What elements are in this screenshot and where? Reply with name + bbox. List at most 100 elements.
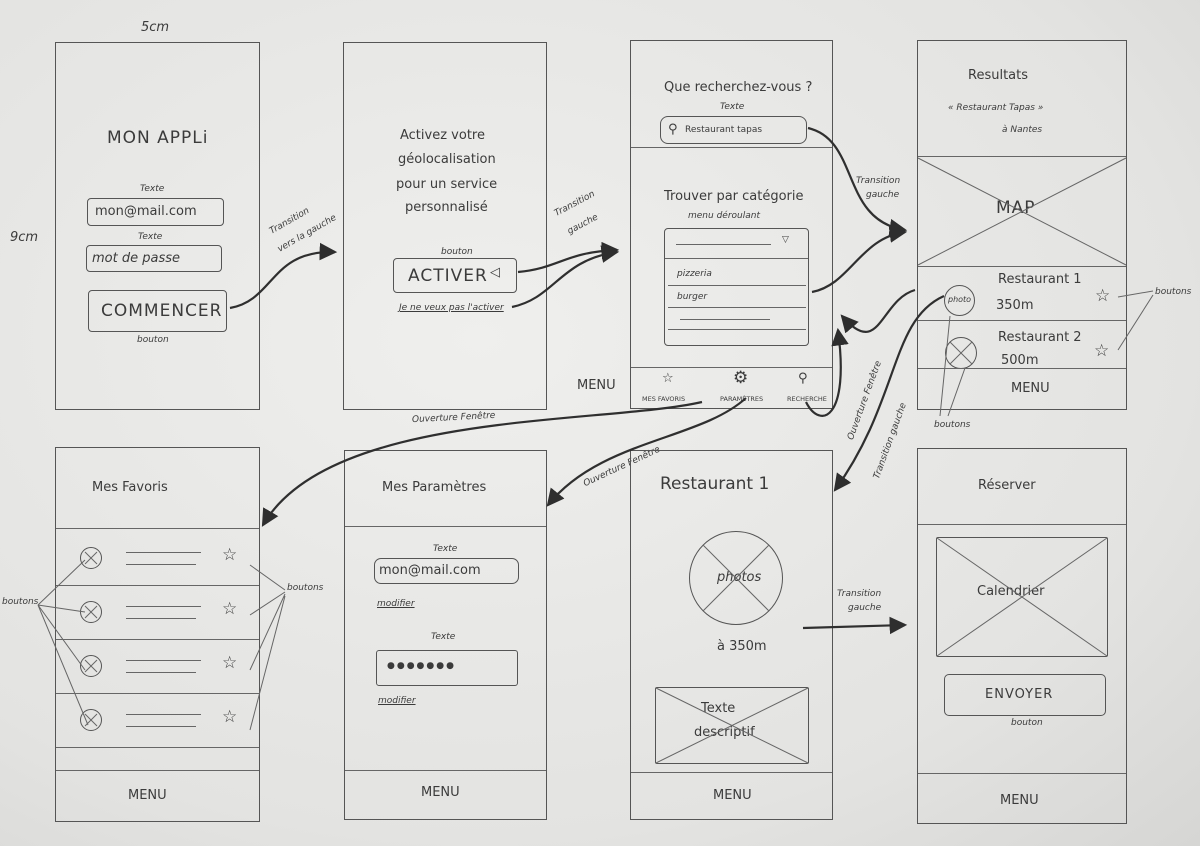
settings-email-modify-link[interactable]: modifier — [377, 599, 415, 609]
nav-settings[interactable]: ⚙ PARAMÈTRES — [718, 368, 780, 407]
search-question: Que recherchez-vous ? — [664, 80, 813, 95]
activate-button[interactable]: ACTIVER ◁ — [393, 258, 517, 293]
photo-placeholder-icon — [84, 605, 98, 619]
result2-name[interactable]: Restaurant 2 — [998, 330, 1082, 345]
result1-distance: 350m — [996, 298, 1034, 313]
favorite-row[interactable]: ☆ — [56, 640, 259, 694]
result1-name[interactable]: Restaurant 1 — [998, 272, 1082, 287]
results-menu[interactable]: MENU — [1011, 381, 1050, 396]
favorite-name-line — [126, 606, 201, 607]
search-divider — [631, 147, 832, 148]
favorite-row[interactable]: ☆ — [56, 586, 259, 640]
favorite-detail-line — [126, 564, 196, 565]
password-placeholder: mot de passe — [92, 251, 180, 266]
settings-password-modify-link[interactable]: modifier — [378, 696, 416, 706]
results-buttons-note-bottom: boutons — [934, 420, 971, 430]
favorites-title: Mes Favoris — [92, 480, 168, 495]
settings-password-field[interactable]: ●●●●●●● — [376, 650, 518, 686]
location-arrow-icon: ◁ — [490, 265, 500, 280]
photo-placeholder-icon — [84, 551, 98, 565]
map-bottom-divider — [918, 266, 1126, 267]
start-button[interactable]: COMMENCER — [88, 290, 227, 332]
restaurant-distance: à 350m — [717, 639, 767, 654]
favorite-row[interactable]: ☆ — [56, 694, 259, 748]
result2-distance: 500m — [1001, 353, 1039, 368]
send-button[interactable]: ENVOYER — [944, 674, 1106, 716]
favorite-photo[interactable] — [80, 547, 102, 569]
booking-title: Réserver — [978, 478, 1036, 493]
result1-star-icon[interactable]: ☆ — [1095, 286, 1111, 306]
restaurant-menu[interactable]: MENU — [713, 788, 752, 803]
settings-menu[interactable]: MENU — [421, 785, 460, 800]
dropdown-placeholder-line — [676, 244, 771, 245]
dropdown-chevron-icon[interactable]: ▽ — [782, 235, 789, 245]
favorite-photo[interactable] — [80, 709, 102, 731]
decline-link[interactable]: Je ne veux pas l'activer — [399, 303, 504, 313]
geo-text-1: Activez votre — [400, 128, 485, 143]
result2-photo[interactable] — [945, 337, 977, 369]
restaurant-photo[interactable]: photos — [689, 531, 783, 625]
result1-photo-label: photo — [948, 295, 972, 304]
geo-text-2: géolocalisation — [398, 152, 496, 167]
password-field[interactable]: mot de passe — [86, 245, 222, 272]
description-line-1: Texte — [701, 701, 736, 716]
booking-nav-divider — [918, 773, 1126, 774]
nav-favorites[interactable]: ☆ MES FAVORIS — [640, 371, 702, 407]
nav-divider — [631, 367, 832, 368]
favorites-menu[interactable]: MENU — [128, 788, 167, 803]
photo-placeholder-icon — [84, 659, 98, 673]
favorite-photo[interactable] — [80, 601, 102, 623]
nav-settings-label: PARAMÈTRES — [720, 395, 764, 403]
screen-login — [55, 42, 260, 410]
results-nav-divider — [918, 368, 1126, 369]
favorite-star-icon[interactable]: ☆ — [222, 545, 238, 565]
search-input[interactable]: ⚲ Restaurant tapas — [660, 116, 807, 144]
favorites-nav-divider — [56, 770, 259, 771]
favorite-star-icon[interactable]: ☆ — [222, 599, 238, 619]
result1-photo[interactable]: photo — [944, 285, 975, 316]
screen-booking — [917, 448, 1127, 824]
width-annotation: 5cm — [141, 20, 170, 35]
favorite-row[interactable]: ☆ — [56, 532, 259, 586]
results-query: « Restaurant Tapas » — [948, 103, 1044, 113]
email-value: mon@mail.com — [95, 204, 197, 219]
favorite-detail-line — [126, 618, 196, 619]
option-divider-3 — [668, 329, 806, 330]
start-button-note: bouton — [137, 335, 169, 345]
results-header-divider — [918, 156, 1126, 157]
dropdown-option-pizzeria[interactable]: pizzeria — [677, 269, 712, 279]
results-location: à Nantes — [1002, 125, 1043, 135]
favorite-star-icon[interactable]: ☆ — [222, 707, 238, 727]
email-field[interactable]: mon@mail.com — [87, 198, 224, 226]
settings-email-note: Texte — [433, 544, 458, 554]
nav-search-label: RECHERCHE — [787, 395, 827, 403]
restaurant-description: Texte descriptif — [655, 687, 809, 764]
favorite-photo[interactable] — [80, 655, 102, 677]
height-annotation: 9cm — [10, 230, 39, 245]
booking-menu[interactable]: MENU — [1000, 793, 1039, 808]
calendar[interactable]: Calendrier — [936, 537, 1108, 657]
category-dropdown[interactable] — [664, 228, 809, 346]
favorite-star-icon[interactable]: ☆ — [222, 653, 238, 673]
favorite-detail-line — [126, 672, 196, 673]
favorite-name-line — [126, 552, 201, 553]
app-title: MON APPLi — [107, 128, 209, 148]
activate-button-note: bouton — [441, 247, 473, 257]
result2-star-icon[interactable]: ☆ — [1094, 341, 1110, 361]
search-field-note: Texte — [720, 102, 745, 112]
transition3-label-2: gauche — [866, 190, 900, 200]
magnifier-icon: ⚲ — [798, 371, 808, 386]
favorites-note-right: boutons — [287, 583, 324, 593]
dropdown-option-burger[interactable]: burger — [677, 292, 708, 302]
booking-header-divider — [918, 524, 1126, 525]
send-button-label: ENVOYER — [985, 687, 1054, 702]
calendar-label: Calendrier — [977, 584, 1045, 599]
search-icon: ⚲ — [668, 122, 678, 137]
screen-results — [917, 40, 1127, 410]
favorites-header-divider — [56, 528, 259, 529]
geo-text-4: personnalisé — [405, 200, 488, 215]
nav-search[interactable]: ⚲ RECHERCHE — [786, 371, 832, 407]
restaurant-transition-label-2: gauche — [848, 603, 882, 613]
results-buttons-note-right: boutons — [1155, 287, 1192, 297]
settings-email-field[interactable]: mon@mail.com — [374, 558, 519, 584]
